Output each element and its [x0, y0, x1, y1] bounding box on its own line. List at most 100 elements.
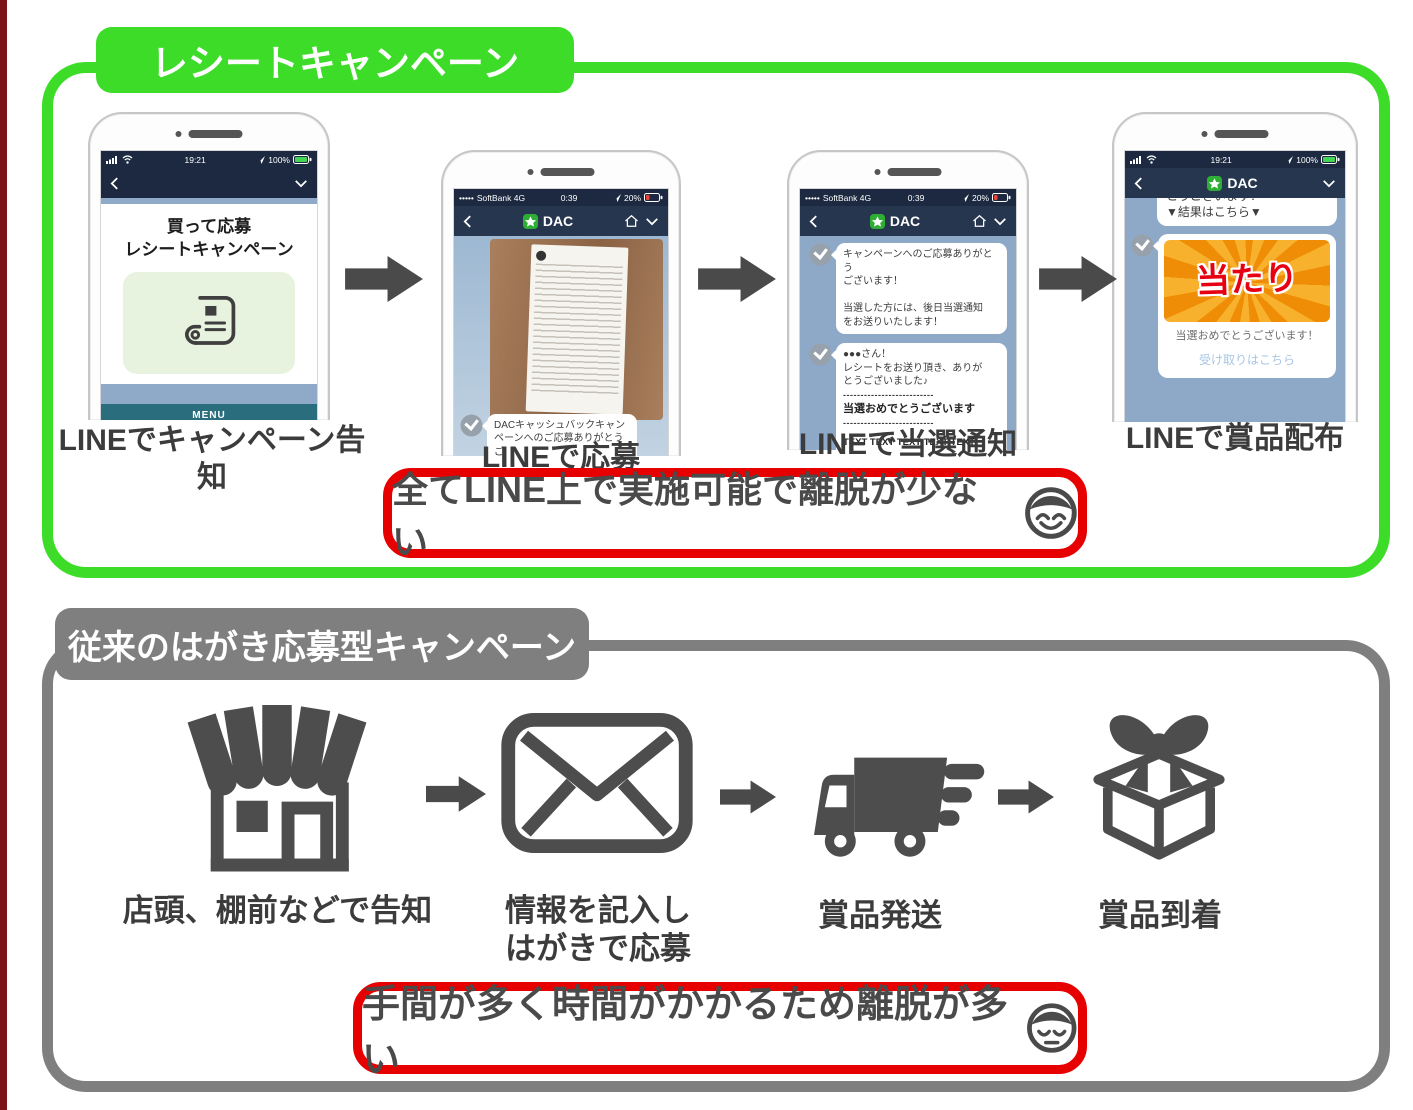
step-label: 情報を記入し はがきで応募	[505, 893, 691, 966]
flow-arrow-icon	[696, 256, 778, 302]
receipt-print-lines	[530, 263, 623, 399]
prize-bubble: 当たり 当選おめでとうございます！ 受け取りはこちら	[1153, 234, 1336, 379]
collapse-chevron-icon[interactable]	[993, 217, 1007, 226]
chat-area: とうございます！ ▼結果はこちら▼ 当たり 当選おめでとうございます！ 受け取り…	[1125, 198, 1345, 422]
verified-badge-icon	[869, 213, 885, 229]
chat-bubble: DACキャッシュバックキャン ペーンへのご応募ありがとうご	[482, 413, 637, 456]
chat-message-row: DACキャッシュバックキャン ペーンへのご応募ありがとうご	[456, 413, 641, 456]
step-label: LINEで当選通知	[798, 428, 1018, 461]
line-campaign-section-title: レシートキャンペーン	[96, 27, 574, 93]
collapse-chevron-icon[interactable]	[1322, 179, 1336, 188]
win-banner-text: 当たり	[1195, 259, 1299, 302]
back-chevron-icon[interactable]	[110, 176, 119, 191]
home-icon[interactable]	[972, 214, 987, 228]
campaign-card: 買って応募 レシートキャンペーン	[101, 204, 317, 384]
callout-text: 手間が多く時間がかかるため離脱が多い	[362, 984, 1009, 1081]
section-title-text: レシートキャンペーン	[150, 43, 520, 84]
back-chevron-icon[interactable]	[463, 214, 472, 229]
status-time: 0:39	[560, 192, 578, 203]
gift-box-icon	[1058, 690, 1260, 882]
chat-bubble-thanks: キャンペーンへのご応募ありがとう ございます！ 当選した方には、後日当選通知 を…	[831, 243, 1007, 334]
back-chevron-icon[interactable]	[809, 214, 818, 229]
status-time: 0:39	[907, 192, 925, 203]
line-chat-header: DAC	[1125, 168, 1345, 198]
status-bar: 19:21 100%	[1125, 151, 1345, 168]
callout-text: 全てLINE上で実施可能で離脱が少ない	[392, 469, 979, 562]
chat-bubble-result: とうございます！ ▼結果はこちら▼	[1157, 198, 1337, 227]
winner-highlight: 当選おめでとうございます	[843, 402, 975, 415]
delivery-truck-icon	[766, 736, 992, 866]
flow-arrow-icon	[426, 776, 486, 812]
signal-dots: •••••	[805, 192, 820, 203]
step-label: 店頭、棚前などで告知	[122, 893, 433, 928]
status-time: 19:21	[1210, 154, 1232, 165]
chat-area: DACキャッシュバックキャン ペーンへのご応募ありがとうご	[454, 236, 668, 456]
step-label: LINEでキャンペーン告知	[58, 424, 366, 494]
wifi-icon	[122, 155, 133, 164]
speaker-icon	[527, 168, 595, 176]
phone-notify-screen: ••••• SoftBank 4G 0:39 20% DAC	[799, 188, 1017, 450]
divider-dashes: --------------------------	[843, 418, 934, 429]
section-title-text: 従来のはがき応募型キャンペーン	[67, 628, 577, 667]
unamused-face-icon	[1027, 1003, 1077, 1053]
step-label: 賞品発送	[818, 898, 942, 933]
storefront-icon	[168, 694, 386, 878]
line-chat-header: DAC	[454, 206, 668, 236]
collapse-chevron-icon[interactable]	[645, 217, 659, 226]
menu-bar[interactable]: MENU	[101, 403, 317, 420]
postcard-campaign-section-title: 従来のはがき応募型キャンペーン	[55, 608, 589, 680]
chat-title: DAC	[889, 213, 921, 229]
carrier-label: SoftBank 4G	[822, 192, 872, 203]
postcard-drawback-callout: 手間が多く時間がかかるため離脱が多い	[353, 982, 1087, 1081]
chat-area: キャンペーンへのご応募ありがとう ございます！ 当選した方には、後日当選通知 を…	[800, 236, 1016, 450]
back-chevron-icon[interactable]	[1134, 176, 1143, 191]
home-icon[interactable]	[624, 214, 639, 228]
phone-announce: 19:21 100% 買って応募 レシートキャンペーン	[88, 112, 330, 420]
location-arrow-icon	[612, 193, 621, 202]
phone-bezel	[1114, 114, 1356, 150]
verified-badge-icon	[1207, 175, 1223, 191]
phone-deliver: 19:21 100% DAC とうございます！ ▼結果はこちら▼	[1112, 112, 1358, 422]
speaker-icon	[874, 168, 942, 176]
dac-avatar-icon	[460, 413, 483, 437]
phone-bezel	[789, 152, 1027, 188]
phone-announce-screen: 19:21 100% 買って応募 レシートキャンペーン	[100, 150, 318, 420]
dac-avatar-icon	[809, 243, 832, 266]
wifi-icon	[1146, 155, 1157, 164]
battery-full-icon	[293, 155, 312, 164]
smiling-face-icon	[1025, 487, 1077, 539]
battery-full-icon	[1321, 155, 1340, 164]
placeholder-text-rows: TEXT TEXT TEXT TEXT TEXT TEXT TEXT TEXT …	[843, 436, 975, 450]
dac-avatar-icon	[1131, 234, 1154, 257]
collapse-chevron-icon[interactable]	[294, 179, 308, 188]
claim-link[interactable]: 受け取りはこちら	[1198, 353, 1295, 368]
battery-percent: 20%	[623, 192, 641, 203]
receipt-photo	[490, 239, 663, 420]
carrier-label: SoftBank 4G	[476, 192, 526, 203]
chat-message-row: ●●●さん！ レシートをお送り頂き、ありが とうございました♪ --------…	[805, 343, 1011, 450]
campaign-title: 買って応募 レシートキャンペーン	[124, 217, 294, 259]
signal-icon	[1130, 156, 1141, 164]
phone-bezel	[443, 152, 679, 188]
speaker-icon	[175, 130, 243, 138]
battery-percent: 20%	[971, 192, 989, 203]
status-time: 19:21	[184, 154, 206, 165]
receipt-store-logo	[535, 250, 546, 262]
status-bar: 19:21 100%	[101, 151, 317, 168]
flow-arrow-icon	[720, 780, 776, 814]
phone-deliver-screen: 19:21 100% DAC とうございます！ ▼結果はこちら▼	[1124, 150, 1346, 422]
signal-dots: •••••	[459, 192, 474, 203]
signal-icon	[106, 156, 117, 164]
photographed-receipt	[525, 244, 628, 415]
location-arrow-icon	[960, 193, 969, 202]
chat-title: DAC	[1227, 175, 1258, 191]
left-edge-stripe	[0, 0, 7, 1110]
announcement-page: 買って応募 レシートキャンペーン	[101, 198, 317, 420]
chat-title: DAC	[542, 213, 574, 229]
flow-arrow-icon	[343, 256, 425, 302]
phone-bezel	[90, 114, 328, 150]
divider-dashes: --------------------------	[843, 389, 934, 400]
winner-intro: ●●●さん！ レシートをお送り頂き、ありが とうございました♪	[843, 349, 983, 387]
chat-message-row: 当たり 当選おめでとうございます！ 受け取りはこちら	[1131, 234, 1339, 379]
